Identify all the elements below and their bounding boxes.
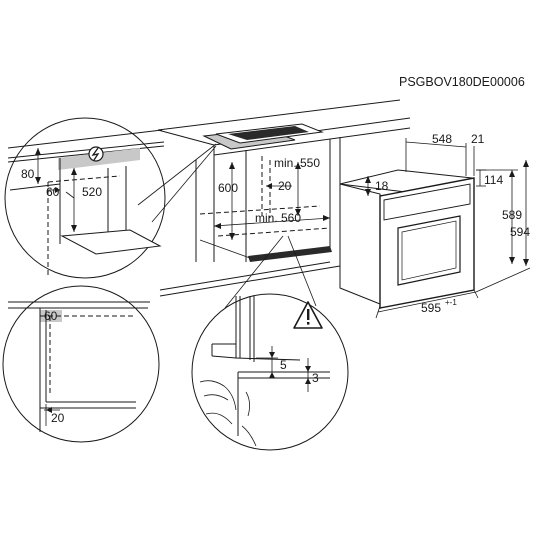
dimension-20-side: 20 (44, 404, 65, 426)
dimension-3: 3 (305, 358, 319, 392)
dimension-60-side: 60 (44, 309, 58, 323)
dimension-min550: min. 550 (274, 156, 320, 216)
dim-600: 600 (218, 181, 238, 195)
drawing-code: PSGBOV180DE00006 (399, 75, 525, 89)
dimension-18: 18 (365, 176, 389, 196)
detail-circle-side (2, 285, 160, 443)
dimension-60-top: 60 (46, 185, 75, 199)
dimension-80: 80 (21, 148, 41, 184)
dim-595: 595 (421, 301, 441, 315)
dim-60a: 60 (46, 185, 60, 199)
dimension-600: 600 (218, 162, 238, 240)
dim-114: 114 (484, 173, 503, 187)
dim-80: 80 (21, 167, 35, 181)
dim-595-tolerance: +-1 (445, 298, 457, 307)
electric-connection-icon (88, 146, 104, 162)
dim-5: 5 (280, 358, 287, 372)
dimension-21: 21 (471, 132, 485, 176)
dimension-594: 594 (475, 160, 530, 293)
dim-3: 3 (312, 371, 319, 385)
dim-589: 589 (502, 208, 522, 222)
dim-594: 594 (510, 225, 530, 239)
dimension-520: 520 (71, 168, 102, 232)
dim-21: 21 (471, 132, 485, 146)
warning-triangle-icon (293, 301, 323, 329)
dim-20a: 20 (278, 179, 292, 193)
dimension-548: 548 (405, 132, 467, 176)
dim-min550: min. 550 (274, 156, 320, 170)
dimension-min560: min. 560 (213, 211, 331, 229)
dim-520: 520 (82, 185, 102, 199)
cabinet-body (159, 137, 341, 297)
plinth-vent (248, 246, 332, 262)
dimension-5: 5 (256, 346, 287, 378)
oven (339, 169, 475, 309)
dimension-595: 595 +-1 (375, 289, 479, 319)
dimension-589: 589 (476, 169, 522, 264)
detail-circle-mounting (191, 293, 349, 451)
dim-60b: 60 (44, 309, 58, 323)
hob-cutout (202, 123, 324, 150)
dim-min560: min. 560 (255, 211, 301, 225)
dimension-114: 114 (476, 169, 503, 187)
dim-548: 548 (432, 132, 452, 146)
dim-18: 18 (375, 179, 389, 193)
dim-20b: 20 (51, 411, 65, 425)
dimension-20-top: 20 (266, 179, 292, 193)
